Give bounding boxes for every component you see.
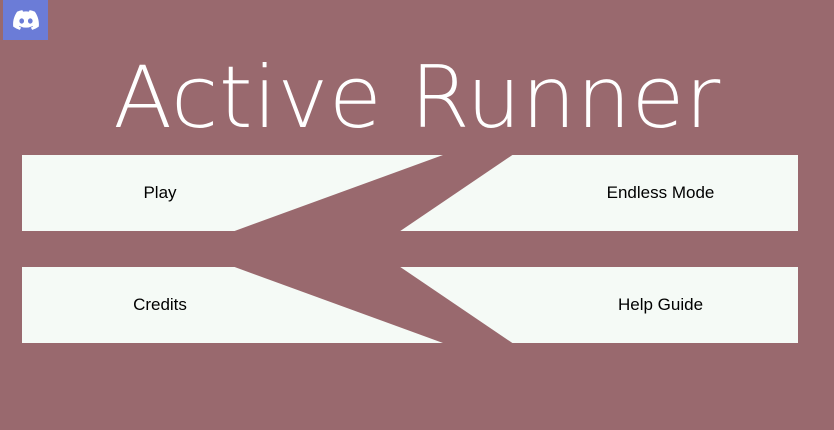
endless-mode-button[interactable]: Endless Mode [400,155,798,231]
play-button[interactable]: Play [22,155,443,231]
help-guide-button[interactable]: Help Guide [400,267,798,343]
help-guide-button-label: Help Guide [617,295,704,314]
menu-row-top: Play Endless Mode [22,155,798,231]
page-title: Active Runner [113,47,721,148]
credits-button-label: Credits [133,295,187,314]
play-button-label: Play [143,183,177,202]
credits-button[interactable]: Credits [22,267,443,343]
endless-mode-button-label: Endless Mode [606,183,715,202]
discord-icon [12,10,39,30]
menu-row-bottom: Credits Help Guide [22,267,798,343]
discord-app-badge[interactable] [3,0,48,40]
